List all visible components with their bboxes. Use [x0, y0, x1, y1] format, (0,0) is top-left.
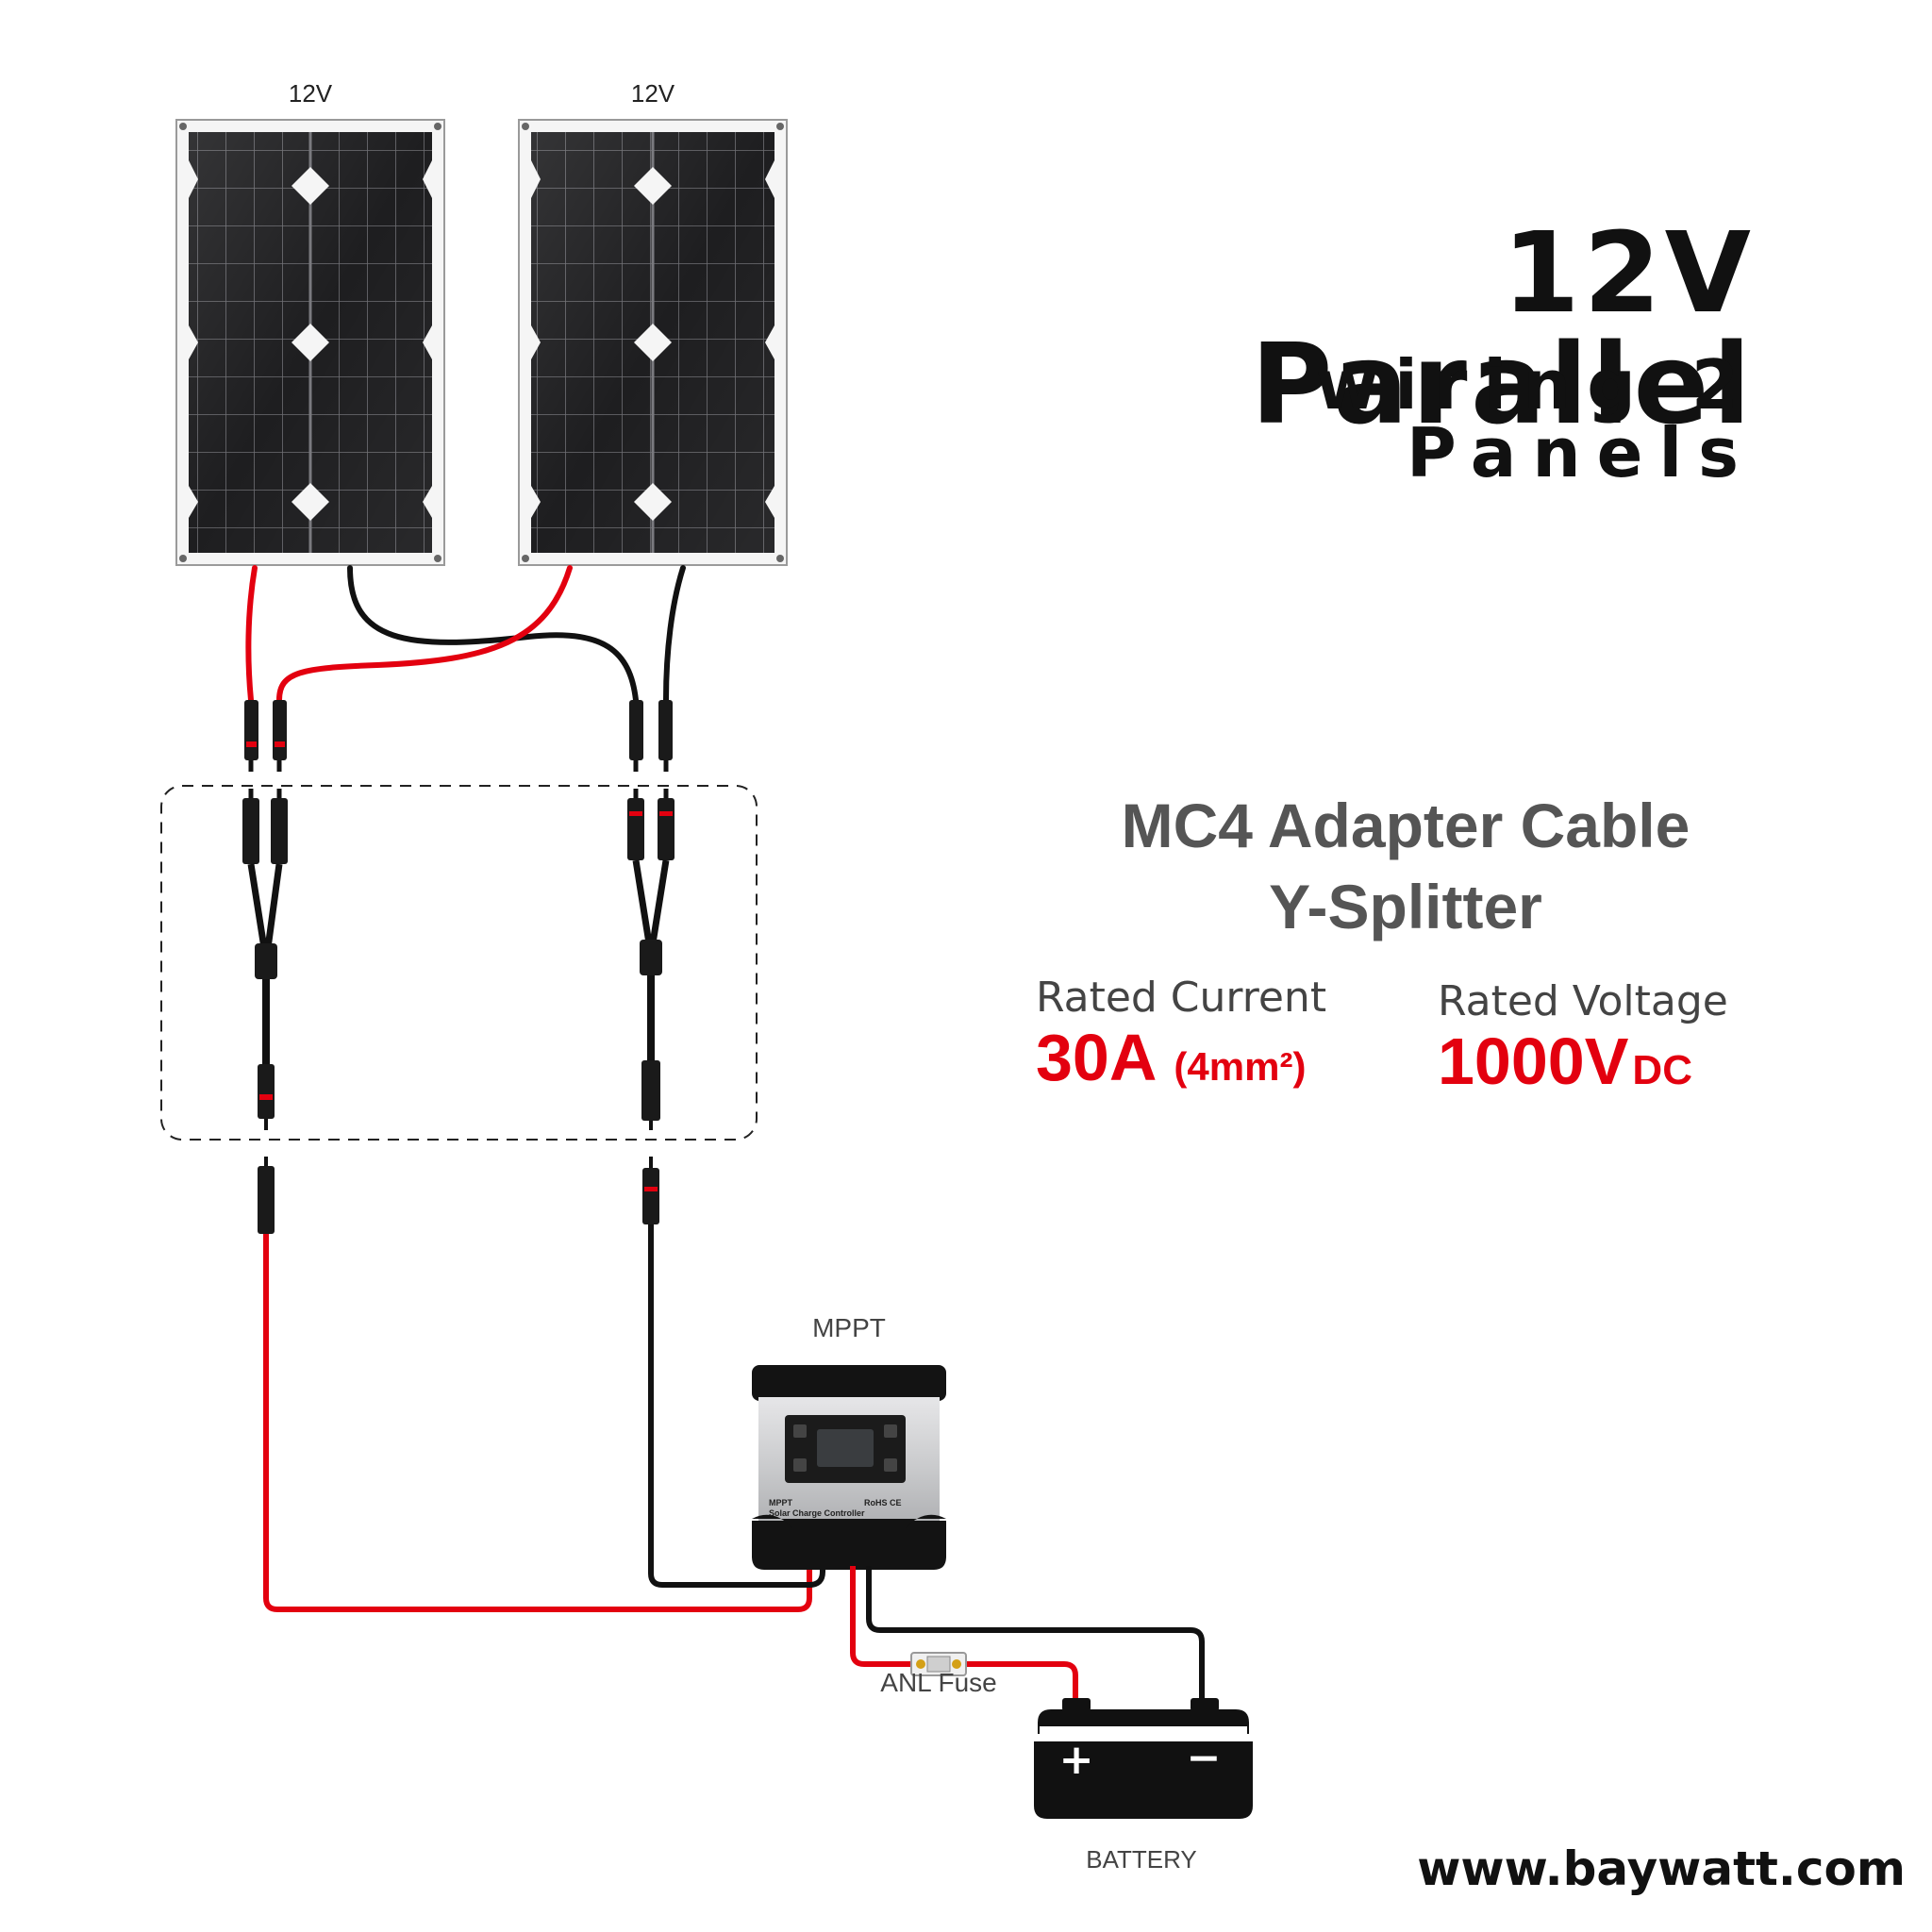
battery-wires: [850, 1566, 1205, 1704]
anl-fuse: [910, 1652, 967, 1676]
mppt-faceplate-desc: Solar Charge Controller: [769, 1508, 865, 1518]
rated-voltage-value: 1000V DC: [1438, 1028, 1692, 1094]
panel-2-voltage-label: 12V: [630, 79, 675, 108]
page-subtitle: wiring 2 Panels: [1315, 345, 1755, 492]
mppt-faceplate-model: MPPT: [769, 1498, 793, 1507]
panel2-positive-cable: [276, 565, 573, 703]
battery: + −: [1034, 1698, 1253, 1819]
anl-fuse-label: ANL Fuse: [880, 1668, 997, 1697]
page-title: 12V Parallel: [1250, 208, 1755, 449]
battery-plus-icon: +: [1059, 1736, 1094, 1784]
positive-wire-fuse-to-battery: [962, 1661, 1078, 1704]
negative-wire-to-battery: [866, 1566, 1205, 1704]
mppt-label: MPPT: [812, 1313, 886, 1342]
solar-panel-2: [518, 119, 788, 566]
y-splitter-right: [627, 789, 675, 1130]
panel-mc4-connectors: [244, 700, 673, 772]
rated-voltage-unit: DC: [1632, 1047, 1692, 1093]
panel-1-voltage-label: 12V: [288, 79, 333, 108]
output-mc4-connectors: [258, 1157, 659, 1234]
rated-current-label: Rated Current: [1036, 974, 1327, 1022]
mppt-faceplate-cert: RoHS CE: [864, 1498, 902, 1507]
adapter-highlight-box: [160, 785, 758, 1141]
battery-label: BATTERY: [1086, 1845, 1197, 1874]
panel1-positive-cable: [245, 565, 258, 703]
positive-wire-to-mppt: [263, 1234, 812, 1612]
battery-minus-icon: −: [1187, 1734, 1222, 1782]
website-url: www.baywatt.com: [1417, 1841, 1906, 1896]
adapter-title-line2: Y-Splitter: [1269, 872, 1542, 941]
rated-voltage-volts: 1000V: [1438, 1024, 1629, 1098]
controller-input-wires: [263, 1224, 825, 1612]
rated-voltage-label: Rated Voltage: [1438, 977, 1728, 1025]
negative-wire-to-mppt: [648, 1224, 825, 1588]
rated-current-amps: 30A: [1036, 1021, 1158, 1094]
rated-current-value: 30A (4mm²): [1036, 1024, 1306, 1091]
panel2-negative-cable: [663, 565, 686, 703]
positive-wire-to-fuse: [850, 1566, 913, 1667]
mppt-controller: MPPT RoHS CE Solar Charge Controller: [752, 1365, 946, 1570]
solar-panel-1: [175, 119, 445, 566]
panel-cables: [245, 565, 686, 703]
adapter-title: MC4 Adapter Cable Y-Splitter: [1038, 785, 1774, 947]
rated-current-wire-size: (4mm²): [1174, 1044, 1307, 1089]
y-splitter-left: [242, 789, 288, 1130]
adapter-title-line1: MC4 Adapter Cable: [1121, 791, 1690, 860]
panel1-negative-cable: [347, 565, 639, 703]
